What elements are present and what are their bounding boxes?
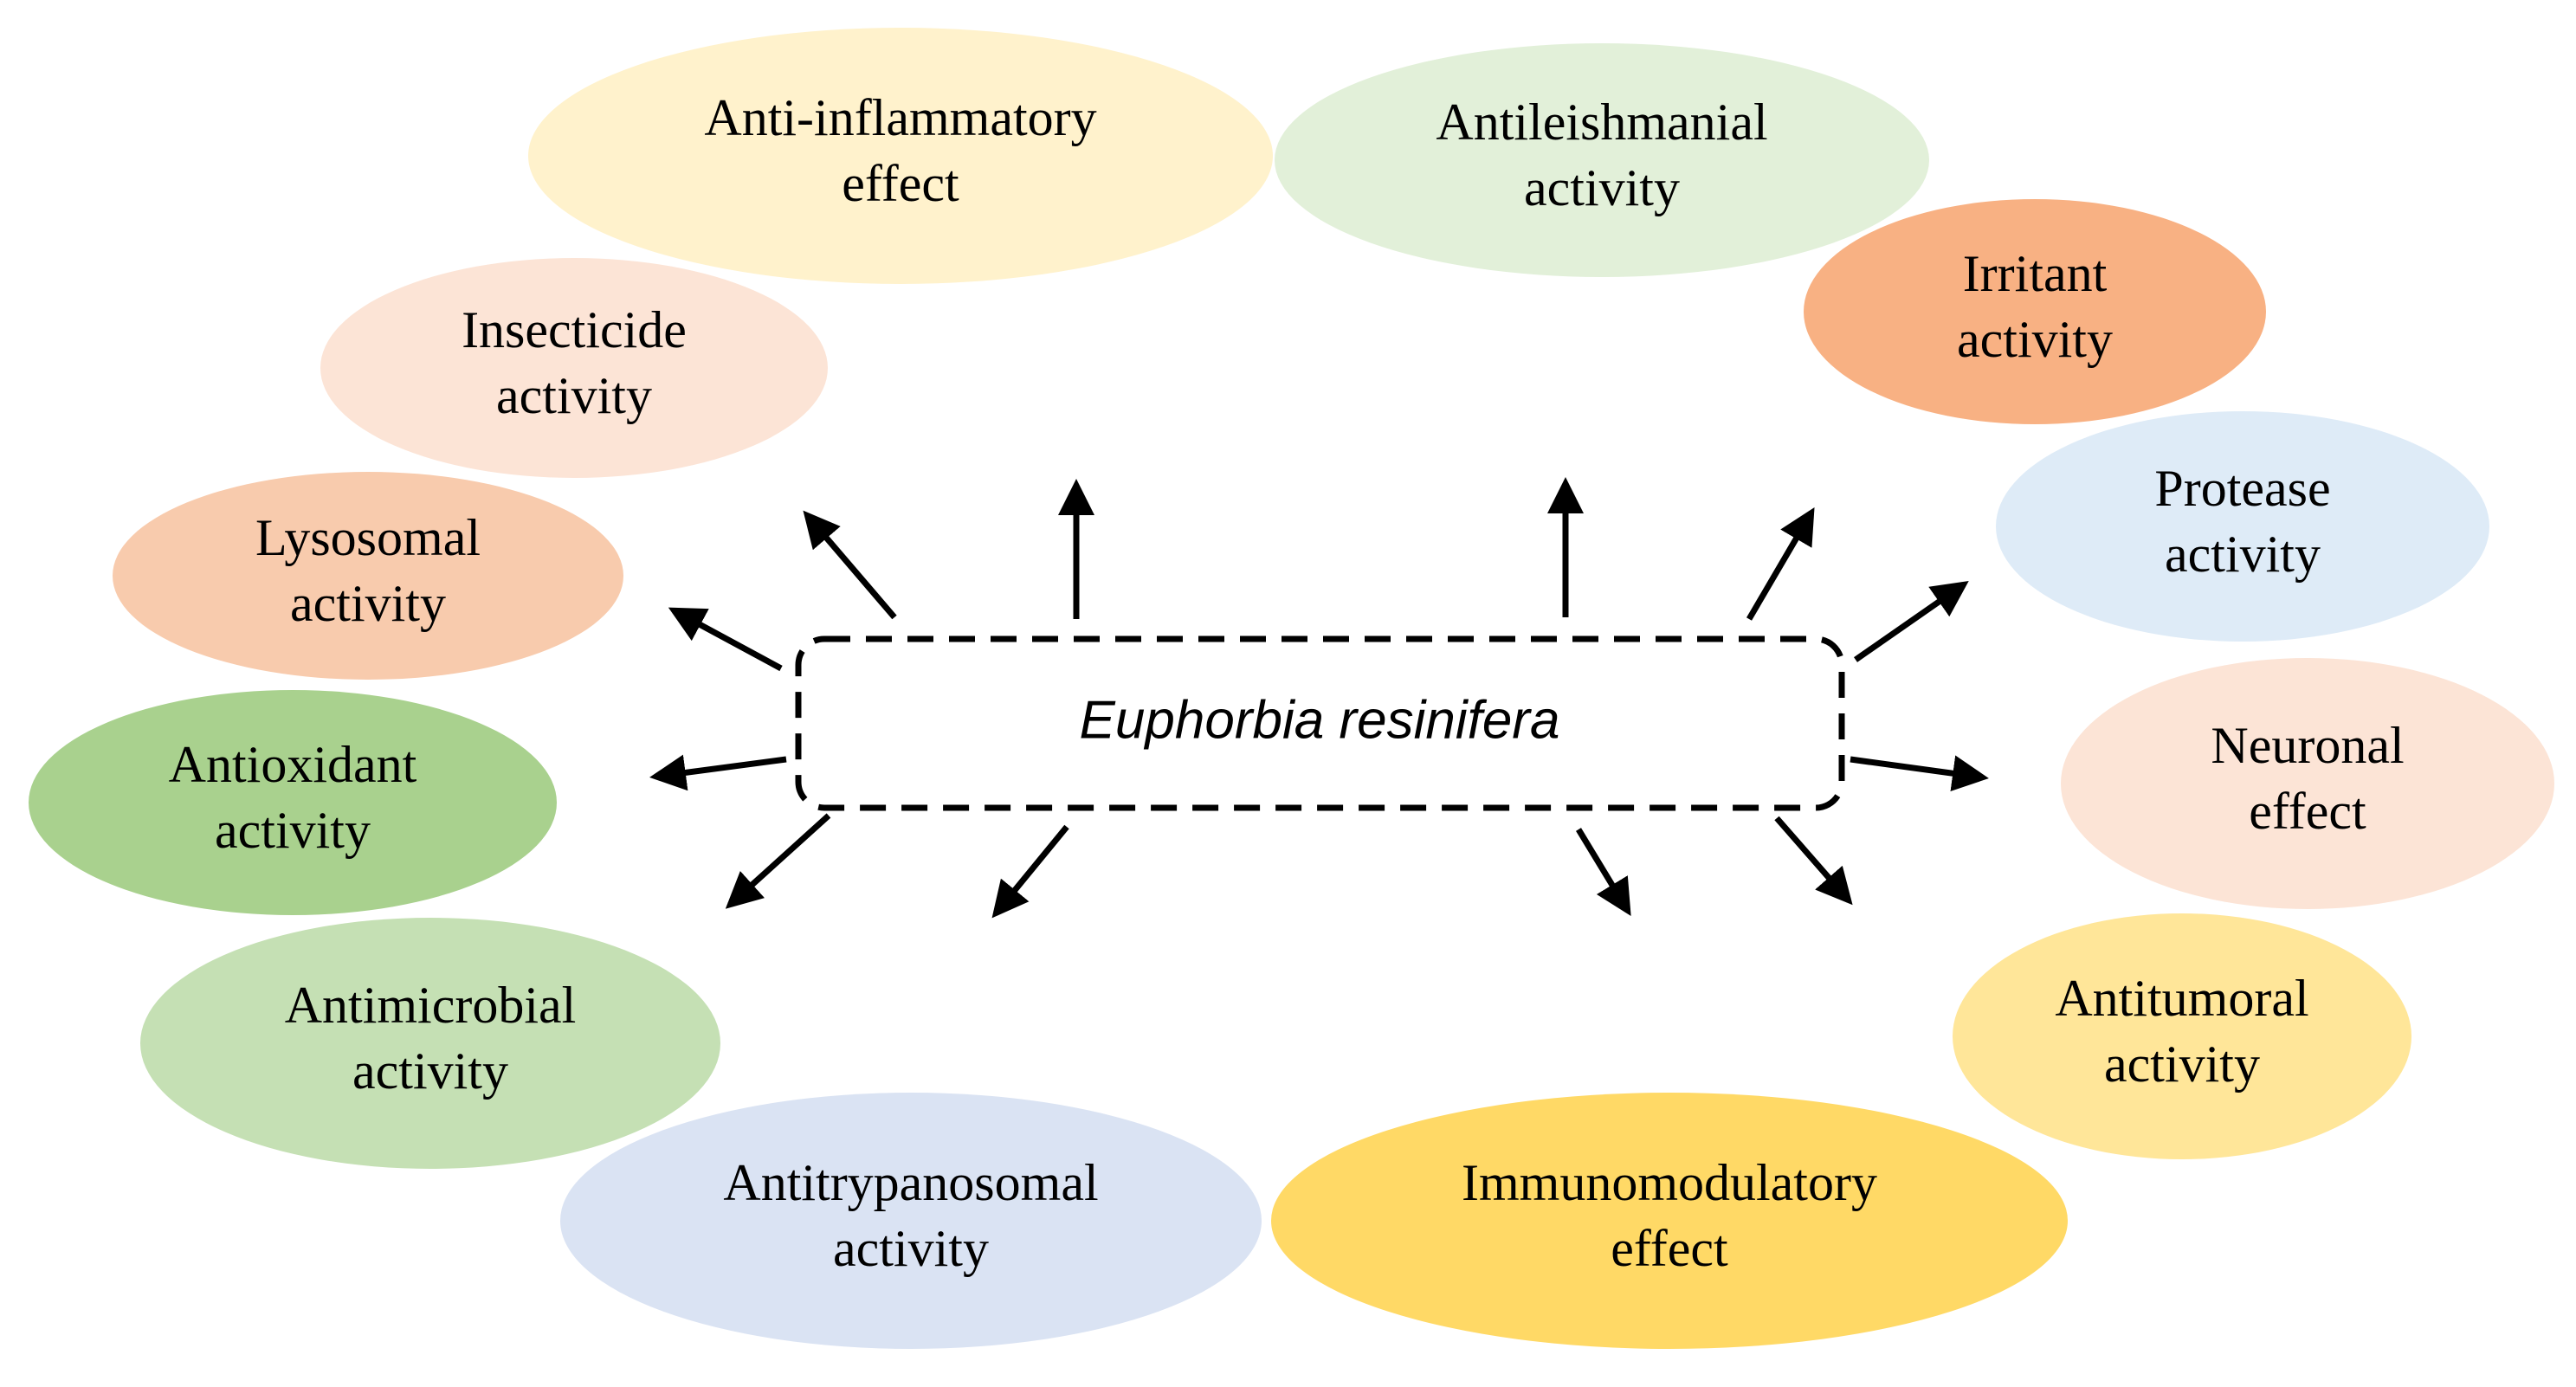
activity-label-neuronal-line-2: effect <box>2249 783 2366 840</box>
center-box <box>795 635 1845 811</box>
activity-node-irritant: Irritant activity <box>1804 199 2266 424</box>
activity-label-antileishmanial-line-2: activity <box>1524 159 1680 216</box>
activity-node-antileishmanial: Antileishmanial activity <box>1275 43 1929 277</box>
activity-label-protease-line-2: activity <box>2165 526 2321 583</box>
activity-label-immunomodulatory-line-1: Immunomodulatory <box>1462 1154 1877 1211</box>
activity-nodes-group: Anti-inflammatory effect Antileishmanial ac… <box>29 28 2554 1349</box>
activity-ellipse-anti-inflammatory <box>528 28 1273 284</box>
activity-ellipse-antitrypanosomal <box>560 1093 1262 1349</box>
activity-label-insecticide-line-1: Insecticide <box>462 301 687 358</box>
activity-node-immunomodulatory: Immunomodulatory effect <box>1271 1093 2068 1349</box>
activity-ellipse-antimicrobial <box>140 918 720 1169</box>
activity-node-antitumoral: Antitumoral activity <box>1953 913 2411 1159</box>
arrow-to-protease <box>1854 581 1969 662</box>
arrow-to-lysosomal <box>668 607 783 672</box>
activity-label-protease-line-1: Protease <box>2154 460 2330 517</box>
activity-node-neuronal: Neuronal effect <box>2061 658 2554 909</box>
arrow-to-antitumoral <box>1774 816 1853 906</box>
activity-node-antitrypanosomal: Antitrypanosomal activity <box>560 1093 1262 1349</box>
activity-ellipse-neuronal <box>2061 658 2554 909</box>
arrow-to-immunomodulatory <box>1576 828 1631 916</box>
activity-ellipse-immunomodulatory <box>1271 1093 2068 1349</box>
activity-label-antitumoral-line-2: activity <box>2104 1035 2260 1093</box>
activity-ellipse-insecticide <box>320 258 828 478</box>
activity-ellipse-antitumoral <box>1953 913 2411 1159</box>
activity-label-irritant-line-2: activity <box>1957 311 2113 368</box>
center-node: Euphorbia resinifera <box>795 635 1845 811</box>
arrow-to-irritant <box>1746 506 1815 621</box>
activity-label-anti-inflammatory-line-2: effect <box>842 155 959 212</box>
arrow-to-insecticide <box>803 510 897 620</box>
center-label: Euphorbia resinifera <box>1080 690 1560 750</box>
activity-label-anti-inflammatory-line-1: Anti-inflammatory <box>704 89 1096 146</box>
arrow-to-antitrypanosomal <box>991 824 1069 919</box>
activity-label-lysosomal-line-2: activity <box>290 575 446 632</box>
activity-label-antioxidant-line-1: Antioxidant <box>169 736 417 793</box>
activity-label-antileishmanial-line-1: Antileishmanial <box>1436 94 1767 151</box>
activity-ellipse-antileishmanial <box>1275 43 1929 277</box>
activity-ellipse-antioxidant <box>29 690 557 915</box>
activity-label-immunomodulatory-line-2: effect <box>1611 1220 1728 1277</box>
arrow-to-antioxidant <box>649 754 787 791</box>
activity-node-anti-inflammatory: Anti-inflammatory effect <box>528 28 1273 284</box>
activity-node-antimicrobial: Antimicrobial activity <box>140 918 720 1169</box>
activity-label-irritant-line-1: Irritant <box>1963 245 2108 302</box>
activity-label-lysosomal-line-1: Lysosomal <box>255 509 481 566</box>
activity-label-antioxidant-line-2: activity <box>215 802 371 859</box>
activity-ellipse-protease <box>1996 411 2489 642</box>
arrows-group <box>649 477 1989 919</box>
activity-label-insecticide-line-2: activity <box>496 367 652 424</box>
activity-ellipse-irritant <box>1804 199 2266 424</box>
activity-node-insecticide: Insecticide activity <box>320 258 828 478</box>
activity-node-protease: Protease activity <box>1996 411 2489 642</box>
arrow-to-antimicrobial <box>725 813 831 909</box>
activity-label-antitumoral-line-1: Antitumoral <box>2055 970 2308 1027</box>
activity-label-antitrypanosomal-line-2: activity <box>833 1220 989 1277</box>
activity-label-antimicrobial-line-1: Antimicrobial <box>285 977 577 1034</box>
activity-label-neuronal-line-1: Neuronal <box>2211 717 2404 774</box>
arrow-to-neuronal <box>1850 755 1989 792</box>
activity-node-antioxidant: Antioxidant activity <box>29 690 557 915</box>
activity-label-antimicrobial-line-2: activity <box>352 1042 508 1100</box>
activity-label-antitrypanosomal-line-1: Antitrypanosomal <box>723 1154 1098 1211</box>
activity-node-lysosomal: Lysosomal activity <box>113 472 623 680</box>
activity-ellipse-lysosomal <box>113 472 623 680</box>
